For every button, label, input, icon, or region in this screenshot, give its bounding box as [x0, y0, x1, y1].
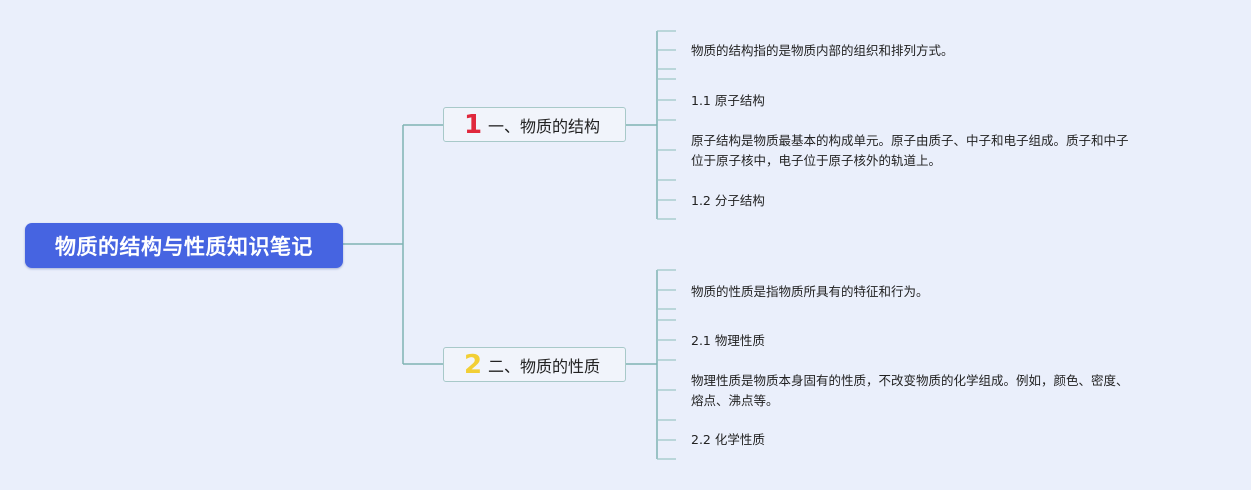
branch-topic-label: 一、物质的结构 — [488, 116, 601, 136]
leaf-topic[interactable]: 物质的性质是指物质所具有的特征和行为。 — [691, 284, 929, 299]
leaf-topic[interactable]: 熔点、沸点等。 — [691, 393, 779, 408]
branch-topic-label: 二、物质的性质 — [488, 356, 601, 376]
leaf-topic[interactable]: 物理性质是物质本身固有的性质，不改变物质的化学组成。例如，颜色、密度、 — [691, 373, 1129, 388]
root-topic-label: 物质的结构与性质知识笔记 — [55, 234, 313, 259]
leaf-topic[interactable]: 位于原子核中，电子位于原子核外的轨道上。 — [691, 153, 942, 168]
leaf-topic[interactable]: 1.1 原子结构 — [691, 93, 765, 108]
number-two-icon: 2 — [463, 349, 483, 380]
leaf-topic[interactable]: 原子结构是物质最基本的构成单元。原子由质子、中子和电子组成。质子和中子 — [691, 133, 1129, 148]
number-one-icon: 1 — [463, 109, 483, 140]
leaf-topic[interactable]: 1.2 分子结构 — [691, 193, 765, 208]
root-topic[interactable]: 物质的结构与性质知识笔记 — [25, 223, 343, 268]
branch-topic-structure[interactable]: 1 一、物质的结构 — [443, 107, 626, 142]
leaf-topic[interactable]: 物质的结构指的是物质内部的组织和排列方式。 — [691, 43, 954, 58]
leaf-topic[interactable]: 2.2 化学性质 — [691, 432, 765, 447]
branch-topic-properties[interactable]: 2 二、物质的性质 — [443, 347, 626, 382]
leaf-topic[interactable]: 2.1 物理性质 — [691, 333, 765, 348]
